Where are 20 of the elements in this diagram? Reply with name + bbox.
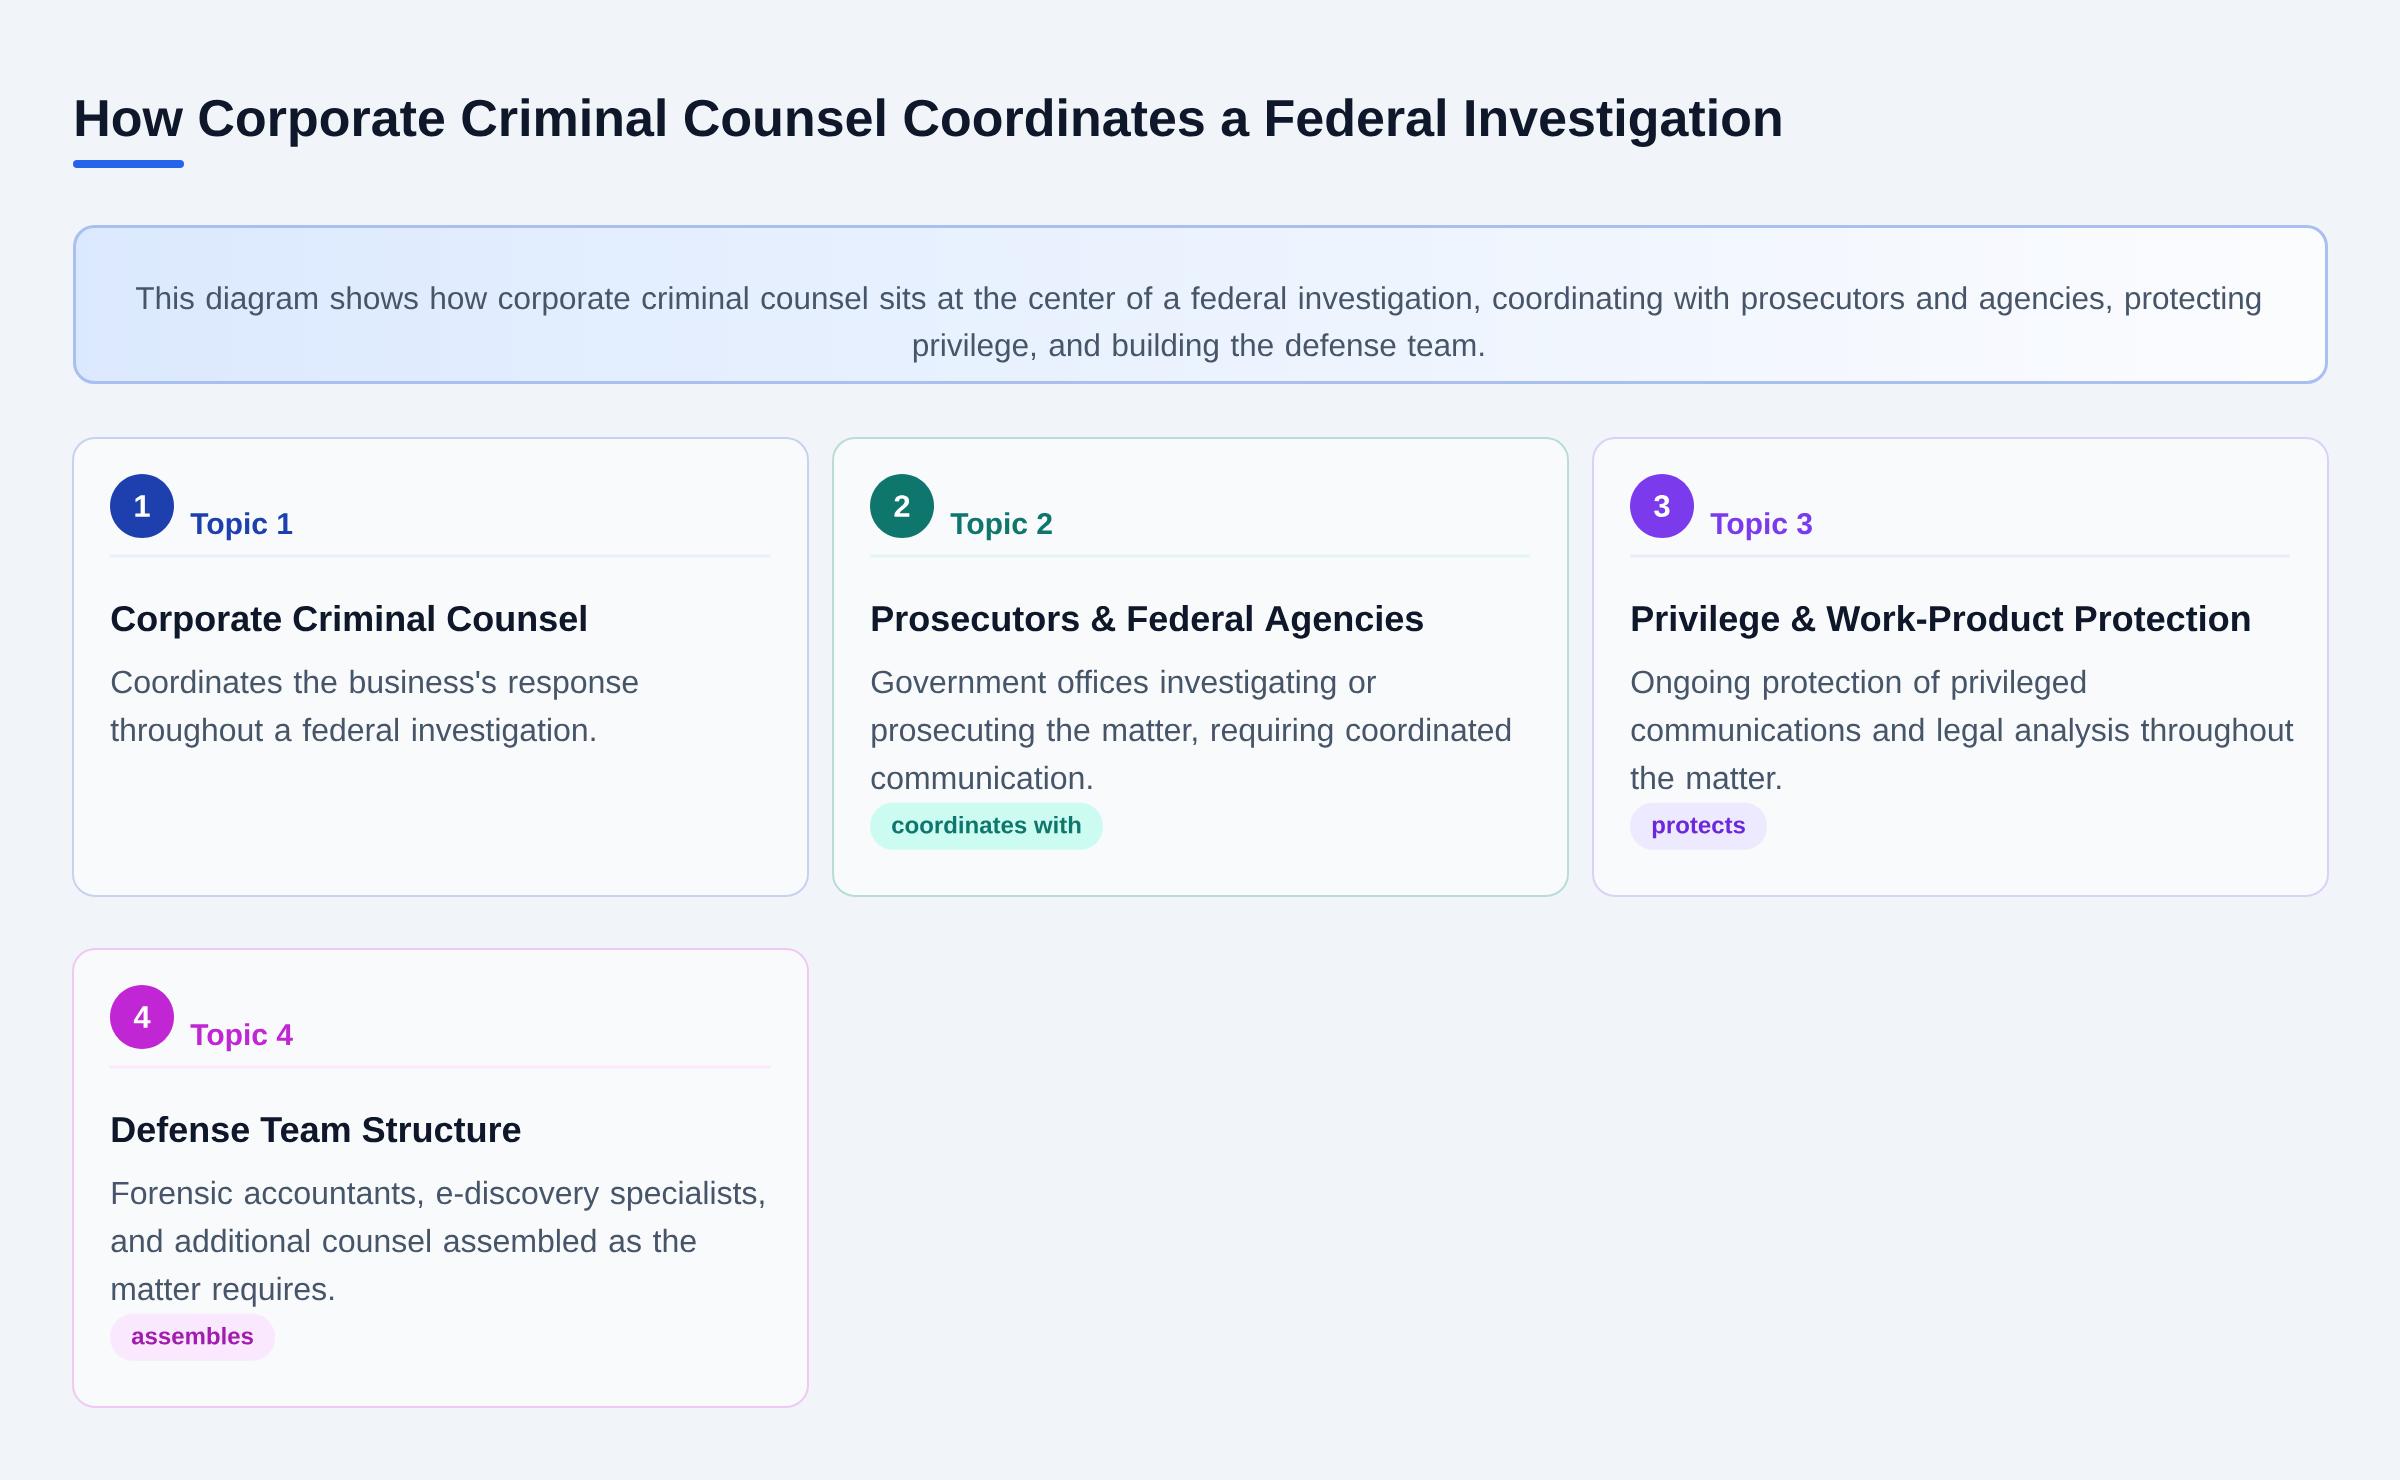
card-description: Ongoing protection of privileged communications and legal analysis throughout the matter. bbox=[1630, 669, 2294, 790]
title: How Corporate Criminal Counsel Coordinates a Federal Investigation bbox=[76, 98, 1781, 148]
topic-label: Topic 4 bbox=[190, 1023, 293, 1052]
card-heading: Defense Team Structure bbox=[112, 1115, 521, 1143]
number-badge: 3 bbox=[1630, 474, 1694, 538]
card-description: Coordinates the business's response throughout a federal investigation. bbox=[110, 669, 638, 748]
card-heading: Corporate Criminal Counsel bbox=[111, 604, 586, 639]
card-description: Forensic accountants, e-discovery specialists, and additional counsel assembled as the matter requires. bbox=[111, 1180, 764, 1307]
card-heading: Privilege & Work-Product Protection bbox=[1632, 604, 2250, 639]
number-badge: 2 bbox=[870, 474, 934, 538]
topic-label: Topic 3 bbox=[1710, 512, 1812, 541]
topic-label: Topic 1 bbox=[190, 512, 293, 541]
topic-label: Topic 2 bbox=[950, 512, 1052, 541]
relation-tag: assembles bbox=[110, 1313, 275, 1361]
number-badge: 1 bbox=[110, 474, 174, 538]
relation-tag: coordinates with bbox=[870, 802, 1103, 850]
number-badge: 4 bbox=[110, 985, 174, 1049]
card-heading: Prosecutors & Federal Agencies bbox=[872, 604, 1423, 639]
intro-box: This diagram shows how corporate criminal counsel sits at the center of a federal investigation, coordinating with prosecutors and agencies, protecting privilege, and building the defense team. bbox=[73, 225, 2329, 384]
card-description: Government offices investigating or prosecuting the matter, requiring coordinated communication. bbox=[871, 669, 1511, 790]
